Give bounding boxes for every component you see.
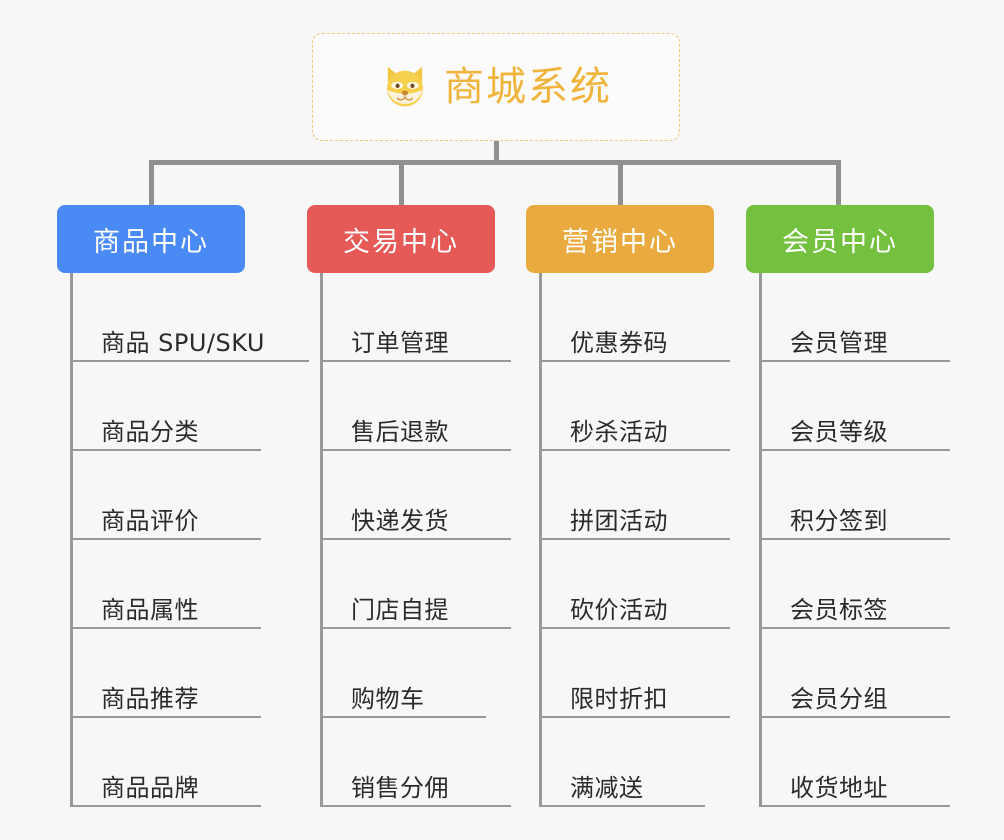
- shiba-dog-icon: [387, 66, 423, 107]
- mindmap-item[interactable]: 拼团活动: [542, 451, 730, 540]
- mindmap-item[interactable]: 会员分组: [762, 629, 950, 718]
- mindmap-item-label: 售后退款: [351, 418, 449, 446]
- mindmap-item[interactable]: 售后退款: [323, 362, 511, 451]
- mindmap-item[interactable]: 砍价活动: [542, 540, 730, 629]
- mindmap-item-label: 商品推荐: [101, 685, 199, 713]
- connector-drop-member-center: [836, 160, 841, 207]
- branch-items-product-center: 商品 SPU/SKU 商品分类商品评价商品属性商品推荐商品品牌: [70, 273, 309, 807]
- mindmap-item[interactable]: 收货地址: [762, 718, 950, 807]
- connector-drop-product-center: [149, 160, 154, 207]
- root-title: 商城系统: [444, 64, 612, 110]
- mindmap-item-label: 商品属性: [101, 596, 199, 624]
- connector-drop-trade-center: [399, 160, 404, 207]
- mindmap-item-label: 订单管理: [351, 329, 449, 357]
- branch-header-member-center[interactable]: 会员中心: [746, 205, 934, 273]
- branch-product-center: 商品中心 商品 SPU/SKU 商品分类商品评价商品属性商品推荐商品品牌: [57, 205, 309, 807]
- branch-header-marketing-center[interactable]: 营销中心: [526, 205, 714, 273]
- mindmap-item[interactable]: 商品分类: [73, 362, 261, 451]
- connector-root-stem: [494, 141, 499, 163]
- mindmap-item-label: 会员标签: [790, 596, 888, 624]
- mindmap-item-label: 快递发货: [351, 507, 449, 535]
- branch-header-trade-center[interactable]: 交易中心: [307, 205, 495, 273]
- mindmap-item-label: 收货地址: [790, 774, 888, 802]
- mindmap-item[interactable]: 商品属性: [73, 540, 261, 629]
- mindmap-item[interactable]: 会员管理: [762, 273, 950, 362]
- mindmap-item-label: 销售分佣: [351, 774, 449, 802]
- mindmap-item[interactable]: 销售分佣: [323, 718, 511, 807]
- mindmap-item-label: 商品品牌: [101, 774, 199, 802]
- branch-trade-center: 交易中心 订单管理售后退款快递发货门店自提购物车销售分佣: [307, 205, 511, 807]
- connector-drop-marketing-center: [618, 160, 623, 207]
- root-node[interactable]: 商城系统: [312, 33, 680, 141]
- mindmap-item[interactable]: 秒杀活动: [542, 362, 730, 451]
- mindmap-item[interactable]: 会员标签: [762, 540, 950, 629]
- mindmap-item-label: 会员分组: [790, 685, 888, 713]
- mindmap-item[interactable]: 商品评价: [73, 451, 261, 540]
- mindmap-item[interactable]: 购物车: [323, 629, 486, 718]
- mindmap-item-label: 满减送: [570, 774, 644, 802]
- mindmap-item-label: 限时折扣: [570, 685, 668, 713]
- mindmap-item-label: 购物车: [351, 685, 425, 713]
- mindmap-item[interactable]: 会员等级: [762, 362, 950, 451]
- branch-items-marketing-center: 优惠券码秒杀活动拼团活动砍价活动限时折扣满减送: [539, 273, 730, 807]
- branch-items-trade-center: 订单管理售后退款快递发货门店自提购物车销售分佣: [320, 273, 511, 807]
- branch-items-member-center: 会员管理会员等级积分签到会员标签会员分组收货地址: [759, 273, 950, 807]
- mindmap-item-label: 门店自提: [351, 596, 449, 624]
- mindmap-item[interactable]: 商品 SPU/SKU: [73, 273, 309, 362]
- mindmap-item[interactable]: 门店自提: [323, 540, 511, 629]
- mindmap-item[interactable]: 订单管理: [323, 273, 511, 362]
- mindmap-item-label: 商品分类: [101, 418, 199, 446]
- mindmap-item-label: 砍价活动: [570, 596, 668, 624]
- branch-header-product-center[interactable]: 商品中心: [57, 205, 245, 273]
- mindmap-item[interactable]: 满减送: [542, 718, 705, 807]
- mindmap-item[interactable]: 优惠券码: [542, 273, 730, 362]
- mindmap-item[interactable]: 商品品牌: [73, 718, 261, 807]
- branch-marketing-center: 营销中心 优惠券码秒杀活动拼团活动砍价活动限时折扣满减送: [526, 205, 730, 807]
- mindmap-item[interactable]: 积分签到: [762, 451, 950, 540]
- mindmap-item-label: 秒杀活动: [570, 418, 668, 446]
- mindmap-item-label: 商品 SPU/SKU: [101, 329, 265, 357]
- mindmap-item-label: 优惠券码: [570, 329, 668, 357]
- connector-horizontal-bus: [149, 160, 840, 165]
- mindmap-item-label: 会员管理: [790, 329, 888, 357]
- mindmap-item[interactable]: 商品推荐: [73, 629, 261, 718]
- mindmap-item-label: 拼团活动: [570, 507, 668, 535]
- mindmap-item[interactable]: 快递发货: [323, 451, 511, 540]
- mindmap-item[interactable]: 限时折扣: [542, 629, 730, 718]
- branch-member-center: 会员中心 会员管理会员等级积分签到会员标签会员分组收货地址: [746, 205, 950, 807]
- mindmap-item-label: 积分签到: [790, 507, 888, 535]
- mindmap-item-label: 会员等级: [790, 418, 888, 446]
- mindmap-item-label: 商品评价: [101, 507, 199, 535]
